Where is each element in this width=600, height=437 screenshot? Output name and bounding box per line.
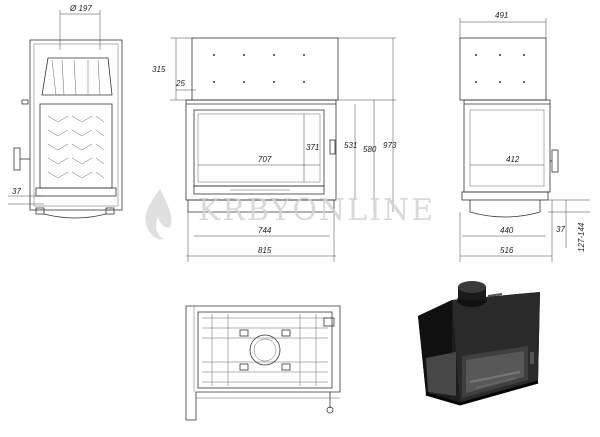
side-view: 491 412 440 516 37 127-144 [459, 11, 590, 262]
dim-top-315: 315 [152, 65, 166, 74]
dim-depth-440: 440 [500, 226, 514, 235]
dim-offset-25: 25 [175, 79, 185, 88]
dim-depth-516: 516 [500, 246, 514, 255]
dim-width-707: 707 [258, 155, 272, 164]
dim-side-37: 37 [556, 225, 565, 234]
dim-depth-412: 412 [506, 155, 520, 164]
front-view-cutaway: Ø 197 37 [8, 4, 123, 219]
fireplace-3d-render [418, 281, 540, 406]
dim-height-973: 973 [383, 141, 397, 150]
dim-flue-diameter: Ø 197 [69, 4, 92, 13]
dim-width-815: 815 [258, 246, 272, 255]
dim-height-531: 531 [344, 141, 357, 150]
dim-range-127-144: 127-144 [577, 222, 586, 252]
dim-depth-491: 491 [495, 11, 508, 20]
dim-width-744: 744 [258, 226, 272, 235]
front-view-main: 315 25 707 371 531 580 973 744 [152, 37, 397, 262]
dim-front-37: 37 [12, 187, 21, 196]
dim-height-580: 580 [363, 145, 377, 154]
plan-view [185, 305, 341, 421]
dim-height-371: 371 [306, 143, 319, 152]
